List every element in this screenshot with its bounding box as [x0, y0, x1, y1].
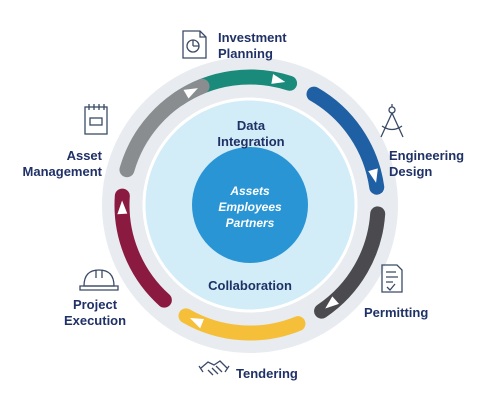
label-engineering-design: Engineering Design [389, 148, 465, 179]
label-asset-management: Asset Management [22, 148, 102, 179]
center-line-2: Employees [218, 200, 282, 214]
pie-chart-document-icon [182, 30, 207, 59]
stage-segments [114, 69, 386, 341]
center-line-3: Partners [226, 216, 275, 230]
inner-top-line-2: Integration [217, 134, 284, 149]
label-permitting: Permitting [364, 305, 429, 320]
center-line-1: Assets [229, 184, 270, 198]
label-project-execution: Project Execution [63, 297, 127, 328]
inner-bottom-label: Collaboration [208, 278, 292, 293]
hard-hat-icon [79, 269, 119, 291]
segment-arrow [368, 168, 378, 183]
segment-arrow [271, 74, 286, 84]
segment-arrow [117, 200, 128, 215]
inner-top-line-1: Data [237, 118, 266, 133]
approved-document-icon [381, 264, 403, 293]
notepad-icon [84, 104, 108, 135]
handshake-icon [198, 360, 230, 376]
segment-arrow [183, 88, 198, 99]
drafting-compass-icon [380, 104, 404, 138]
segment-arrow [189, 318, 204, 329]
center-circle [192, 147, 308, 263]
label-tendering: Tendering [236, 366, 298, 381]
label-investment-planning: Investment Planning [218, 30, 287, 61]
segment-arrow [325, 296, 339, 309]
